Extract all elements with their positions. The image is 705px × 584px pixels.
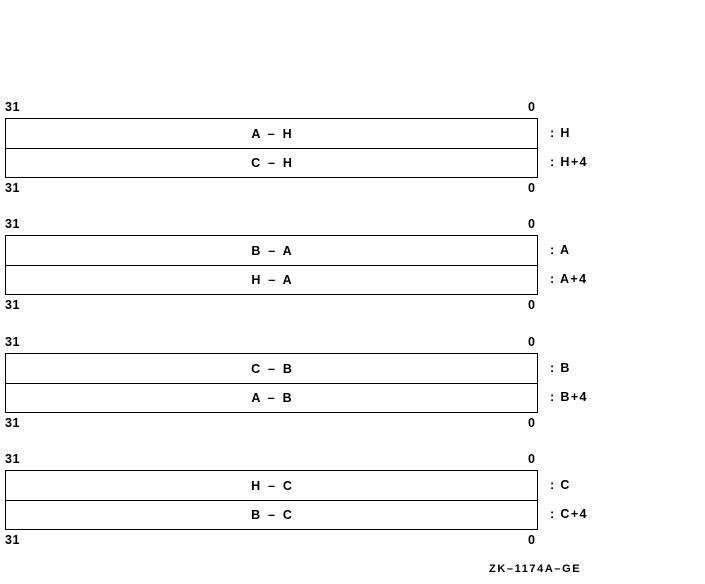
longword-row: B – A xyxy=(6,236,537,265)
offset-label: : H xyxy=(550,125,571,140)
bit-label-msb: 31 xyxy=(5,533,21,547)
longword-box: A – H C – H xyxy=(5,118,538,178)
longword-row: H – C xyxy=(6,471,537,500)
bit-numbering-bottom: 31 0 xyxy=(5,298,540,316)
bit-label-lsb: 0 xyxy=(528,416,536,430)
longword-label: H – C xyxy=(251,478,295,493)
bit-numbering-bottom: 31 0 xyxy=(5,181,540,199)
offset-label: : H+4 xyxy=(550,154,588,169)
offset-label: : C xyxy=(550,477,571,492)
bit-numbering-top: 31 0 xyxy=(5,335,540,353)
bit-numbering-bottom: 31 0 xyxy=(5,533,540,551)
bit-numbering-top: 31 0 xyxy=(5,452,540,470)
offset-label: : C+4 xyxy=(550,506,588,521)
longword-label: A – H xyxy=(251,126,294,141)
bit-label-lsb: 0 xyxy=(528,217,536,231)
offset-label: : A xyxy=(550,242,571,257)
longword-label: C – B xyxy=(251,361,295,376)
bit-label-msb: 31 xyxy=(5,416,21,430)
longword-row: C – H xyxy=(6,148,537,177)
bit-label-msb: 31 xyxy=(5,100,21,114)
longword-label: C – H xyxy=(251,156,295,170)
bit-label-msb: 31 xyxy=(5,181,21,195)
bit-label-msb: 31 xyxy=(5,298,21,312)
longword-box: H – C B – C xyxy=(5,470,538,530)
bit-numbering-bottom: 31 0 xyxy=(5,416,540,434)
bit-label-lsb: 0 xyxy=(528,533,536,547)
memory-block: 31 0 A – H C – H : H : H+4 31 0 xyxy=(5,100,625,199)
longword-row: A – H xyxy=(6,119,537,148)
longword-label: B – C xyxy=(251,508,295,522)
longword-row: H – A xyxy=(6,265,537,294)
longword-label: A – B xyxy=(251,391,294,405)
longword-row: B – C xyxy=(6,500,537,529)
memory-block: 31 0 C – B A – B : B : B+4 31 0 xyxy=(5,335,625,434)
offset-label: : A+4 xyxy=(550,271,588,286)
longword-box: B – A H – A xyxy=(5,235,538,295)
bit-label-lsb: 0 xyxy=(528,100,536,114)
bit-label-msb: 31 xyxy=(5,217,21,231)
longword-row: C – B xyxy=(6,354,537,383)
offset-label: : B xyxy=(550,360,571,375)
bit-label-lsb: 0 xyxy=(528,452,536,466)
bit-label-lsb: 0 xyxy=(528,298,536,312)
longword-row: A – B xyxy=(6,383,537,412)
memory-block: 31 0 H – C B – C : C : C+4 31 0 xyxy=(5,452,625,551)
bit-label-msb: 31 xyxy=(5,335,21,349)
bit-numbering-top: 31 0 xyxy=(5,100,540,118)
bit-label-msb: 31 xyxy=(5,452,21,466)
figure-id-label: ZK–1174A–GE xyxy=(489,563,582,575)
bit-label-lsb: 0 xyxy=(528,181,536,195)
memory-block: 31 0 B – A H – A : A : A+4 31 0 xyxy=(5,217,625,316)
longword-label: B – A xyxy=(251,243,294,258)
bit-numbering-top: 31 0 xyxy=(5,217,540,235)
longword-label: H – A xyxy=(251,273,294,287)
offset-label: : B+4 xyxy=(550,389,588,404)
bit-label-lsb: 0 xyxy=(528,335,536,349)
longword-box: C – B A – B xyxy=(5,353,538,413)
